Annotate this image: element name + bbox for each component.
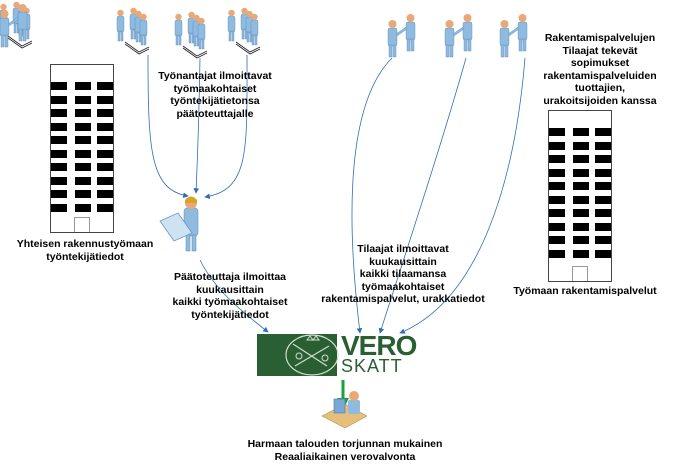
building-window <box>573 195 589 204</box>
right-building-label: Työmaan rakentamispalvelut <box>513 285 657 297</box>
building-window <box>97 149 113 158</box>
building-window <box>549 155 565 163</box>
handshake-icon <box>0 4 28 48</box>
building-window <box>75 203 91 212</box>
clients-report-label: Tilaajat ilmoittavat kuukausittain kaikk… <box>321 243 485 305</box>
left-building-icon <box>50 64 114 233</box>
supervision-label: Harmaan talouden torjunnan mukainen Reaa… <box>247 438 443 463</box>
building-window <box>595 155 611 163</box>
worker-with-blueprint-icon <box>159 196 199 252</box>
building-window <box>51 109 67 117</box>
building-window <box>51 190 67 198</box>
connector-employer-2 <box>193 57 201 194</box>
building-window <box>75 149 91 158</box>
building-window <box>549 195 565 204</box>
building-window <box>51 95 67 104</box>
building-window <box>97 122 113 131</box>
building-window <box>549 168 565 177</box>
building-window <box>573 236 589 244</box>
building-window <box>97 136 113 144</box>
connector-client-2 <box>378 57 467 334</box>
building-window <box>75 109 91 117</box>
building-window <box>75 163 91 171</box>
building-window <box>595 141 611 150</box>
building-window <box>97 82 113 90</box>
building-window <box>97 95 113 104</box>
building-window <box>51 149 67 158</box>
building-window <box>51 122 67 131</box>
building-window <box>595 168 611 177</box>
building-window <box>97 163 113 171</box>
connector-employer-3 <box>204 54 248 200</box>
vero-skatt-logo: VERO SKATT <box>257 330 417 376</box>
main-contractor-label: Päätoteuttaja ilmoittaa kuukausittain ka… <box>172 271 288 321</box>
building-window <box>97 190 113 198</box>
left-building-label: Yhteisen rakennustyömaan työntekijätiedo… <box>16 238 154 263</box>
connector-client-1 <box>351 57 393 334</box>
building-window <box>75 176 91 185</box>
building-window <box>595 249 611 258</box>
building-window <box>97 203 113 212</box>
building-window <box>595 209 611 217</box>
connector-employer-1 <box>147 54 189 199</box>
building-window <box>549 209 565 217</box>
right-building-icon <box>548 110 612 282</box>
vero-emblem-icon <box>257 334 339 376</box>
building-window <box>75 95 91 104</box>
connector-client-3 <box>399 57 526 334</box>
building-door <box>572 266 588 281</box>
building-window <box>573 141 589 150</box>
building-window <box>97 176 113 185</box>
vero-word: VERO <box>341 330 417 361</box>
building-window <box>549 222 565 231</box>
building-window <box>51 176 67 185</box>
building-window <box>75 136 91 144</box>
building-window <box>51 203 67 212</box>
building-window <box>51 82 67 90</box>
building-window <box>549 249 565 258</box>
building-window <box>573 209 589 217</box>
building-window <box>573 155 589 163</box>
building-window <box>549 182 565 190</box>
building-window <box>595 182 611 190</box>
building-window <box>573 249 589 258</box>
building-window <box>51 163 67 171</box>
building-door <box>74 217 90 232</box>
building-window <box>573 222 589 231</box>
building-window <box>75 122 91 131</box>
client-contracts-label: Rakentamispalvelujen Tilaajat tekevät so… <box>543 32 657 107</box>
building-window <box>595 236 611 244</box>
building-window <box>75 82 91 90</box>
skatt-word: SKATT <box>341 356 403 376</box>
connector-contractor-to-vero <box>199 259 269 333</box>
building-window <box>595 195 611 204</box>
building-window <box>75 190 91 198</box>
building-window <box>549 236 565 244</box>
building-window <box>573 128 589 136</box>
building-window <box>51 136 67 144</box>
building-window <box>97 109 113 117</box>
building-window <box>595 128 611 136</box>
building-window <box>549 128 565 136</box>
officer-at-computer-icon <box>321 391 368 429</box>
building-window <box>595 222 611 231</box>
building-window <box>573 168 589 177</box>
building-window <box>549 141 565 150</box>
employer-groups-label: Työnantajat ilmoittavat työmaakohtaiset … <box>158 70 272 120</box>
building-window <box>573 182 589 190</box>
